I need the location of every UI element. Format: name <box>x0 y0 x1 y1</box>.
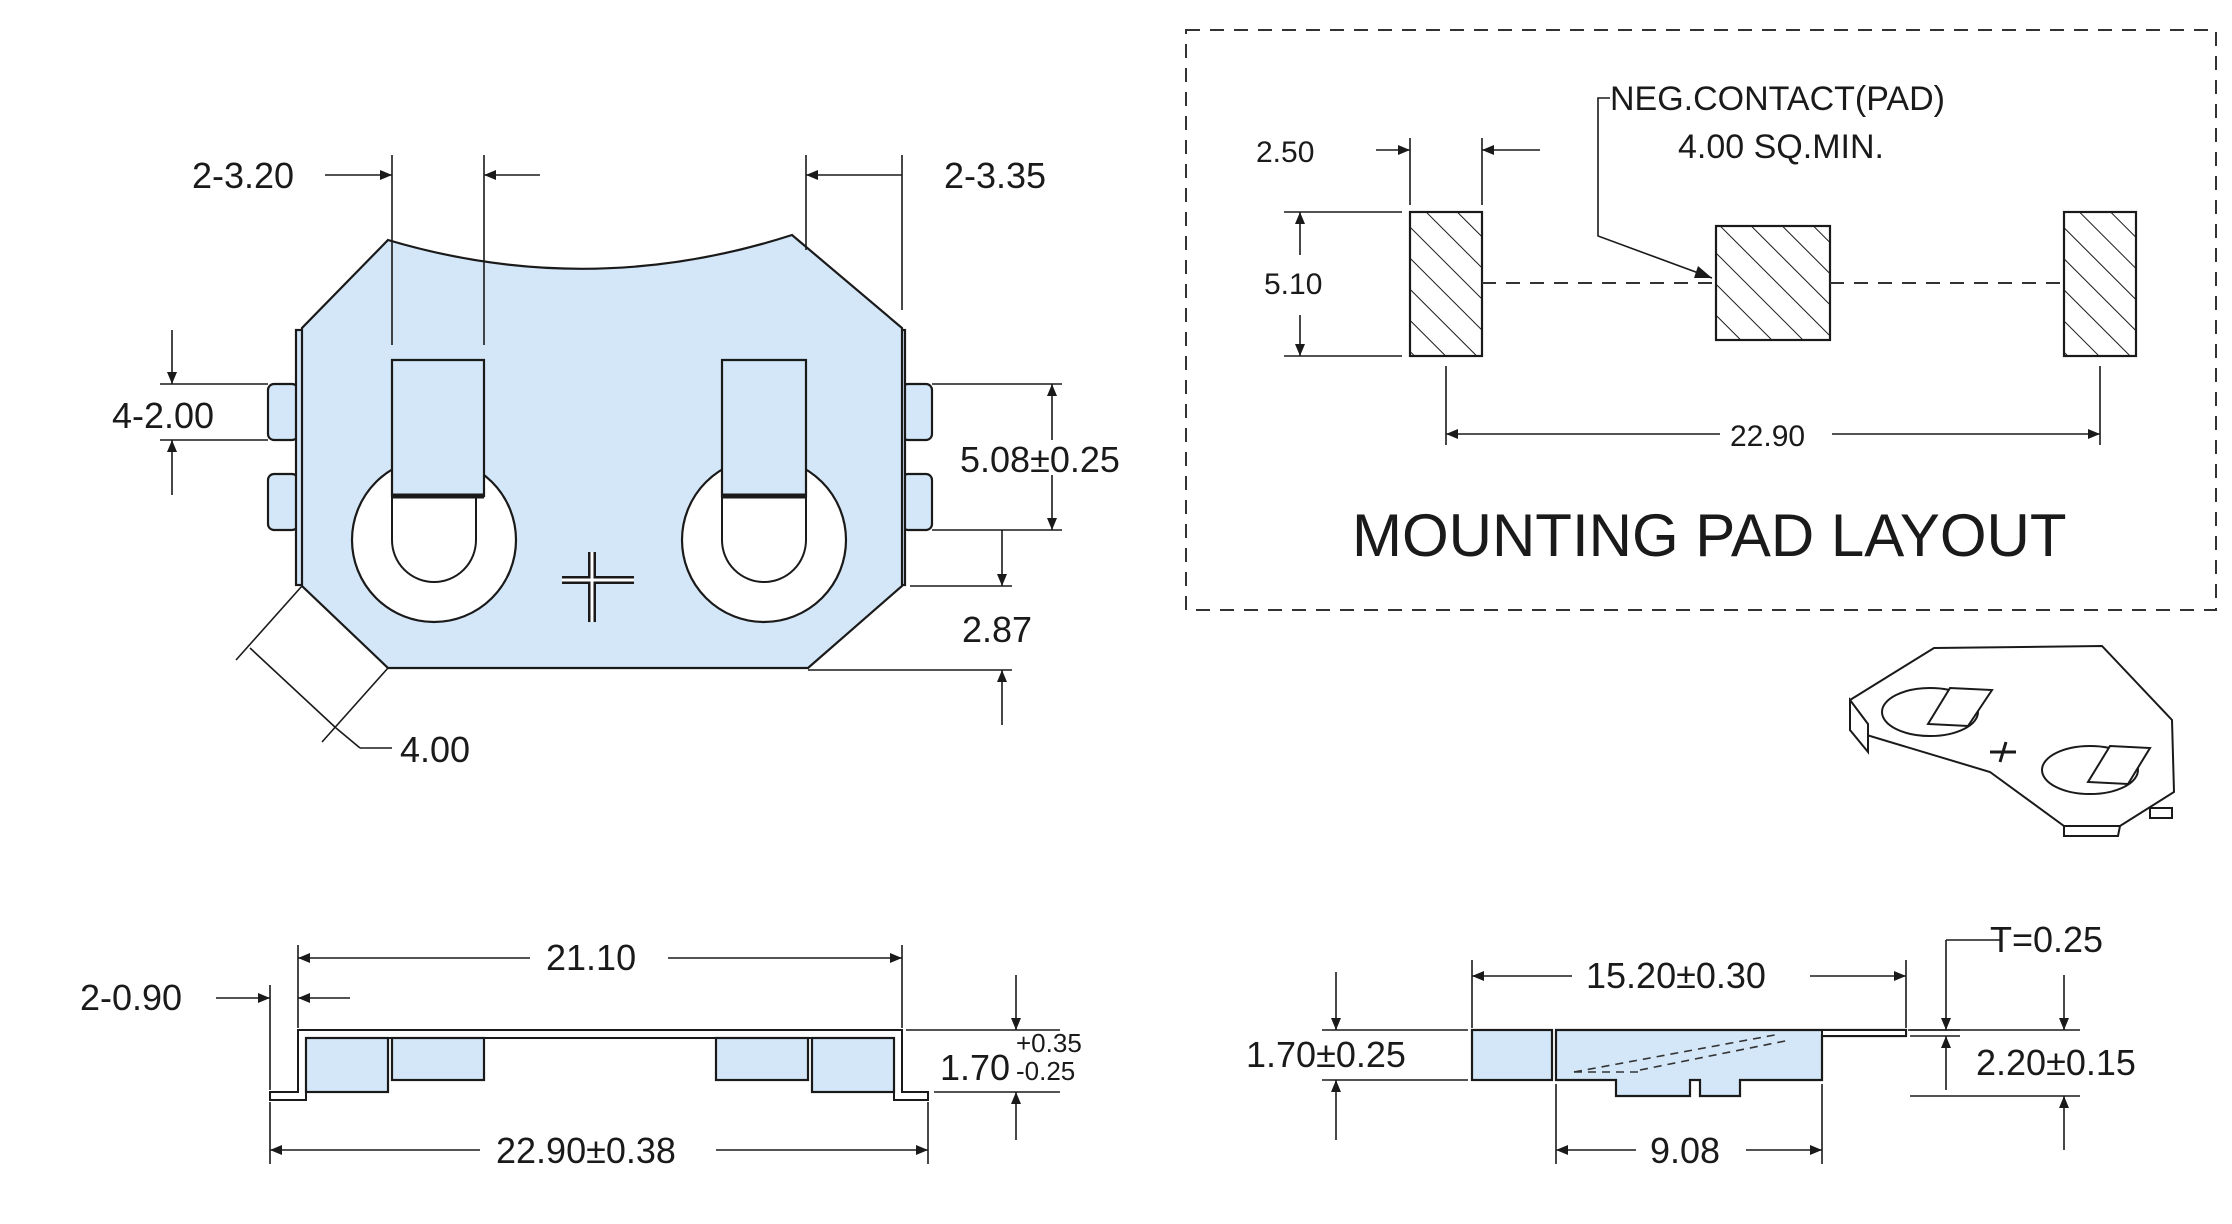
pin-right-upper <box>900 382 934 442</box>
dim-tab-width-right: 2-3.35 <box>944 155 1046 196</box>
plus-center-mark <box>562 552 634 622</box>
dim-pin-width: 4-2.00 <box>112 395 214 436</box>
front-view: 21.10 2-0.90 1.70 +0.35 -0.25 22.90±0.38 <box>80 937 1082 1171</box>
front-segment-1 <box>304 1036 390 1094</box>
side-view: 15.20±0.30 T=0.25 1.70±0.25 2.20±0.15 9.… <box>1246 919 2136 1171</box>
dim-pin-span: 5.08±0.25 <box>960 439 1120 480</box>
tab-right <box>720 358 808 498</box>
tol-minus: -0.25 <box>1016 1056 1075 1086</box>
dim-side-bottom: 9.08 <box>1650 1130 1720 1171</box>
dim-pad-width: 2.50 <box>1256 136 1314 169</box>
dim-height: 1.70 <box>940 1047 1010 1088</box>
dim-pad-span: 22.90 <box>1730 420 1805 453</box>
tab-left <box>390 358 486 498</box>
side-segment-left <box>1470 1028 1554 1082</box>
pad-note-line2: 4.00 SQ.MIN. <box>1678 128 1884 166</box>
front-segment-4 <box>810 1036 896 1094</box>
pad-layout: NEG.CONTACT(PAD) 4.00 SQ.MIN. 2.50 5.10 … <box>1185 29 2217 611</box>
dim-thickness: T=0.25 <box>1990 919 2103 960</box>
pad-note-line1: NEG.CONTACT(PAD) <box>1610 80 1945 118</box>
pin-right-lower <box>900 472 934 532</box>
dim-total-length: 22.90±0.38 <box>496 1130 676 1171</box>
dim-side-height-right: 2.20±0.15 <box>1976 1042 2136 1083</box>
pad-right <box>2062 210 2138 358</box>
pin-left-lower <box>266 472 300 532</box>
front-segment-2 <box>390 1036 486 1082</box>
dim-inner-length: 21.10 <box>546 937 636 978</box>
pin-left-upper <box>266 382 300 442</box>
top-view: 2-3.20 2-3.35 4-2.00 5.08±0.25 2.87 4.00 <box>112 155 1120 770</box>
isometric-view <box>1849 644 2176 837</box>
dim-side-length: 15.20±0.30 <box>1586 955 1766 996</box>
dim-tab-width-left: 2-3.20 <box>192 155 294 196</box>
pad-layout-frame <box>1185 29 2217 611</box>
tol-plus: +0.35 <box>1016 1028 1082 1058</box>
pad-center <box>1714 224 1832 342</box>
hole-left-inner <box>391 496 477 583</box>
side-segment-main <box>1554 1028 1908 1098</box>
dim-pad-height: 5.10 <box>1264 268 1322 301</box>
pad-layout-title: MOUNTING PAD LAYOUT <box>1352 502 2067 569</box>
front-segment-3 <box>714 1036 810 1082</box>
hole-right-inner <box>721 496 807 583</box>
dim-chamfer: 4.00 <box>400 729 470 770</box>
dim-side-height-left: 1.70±0.25 <box>1246 1034 1406 1075</box>
dim-leg: 2-0.90 <box>80 977 182 1018</box>
dim-edge-offset: 2.87 <box>962 609 1032 650</box>
pad-left <box>1408 210 1484 358</box>
